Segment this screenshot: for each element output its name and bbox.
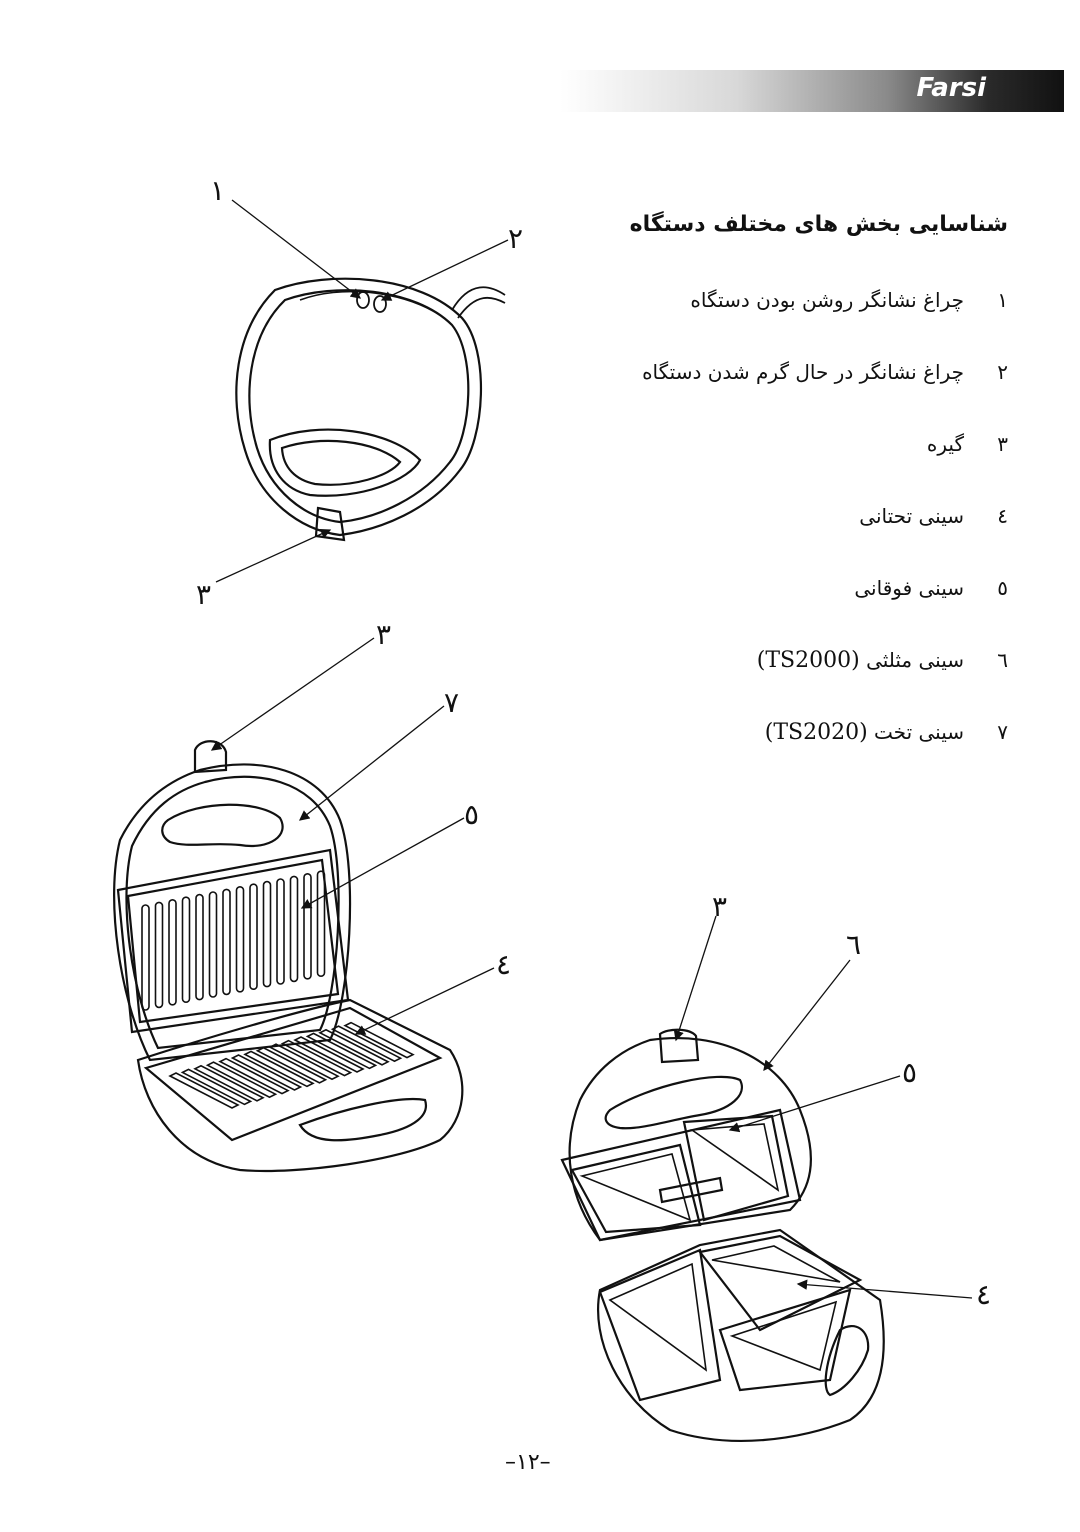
part-item-7: ٧ سینی تخت (TS2020)	[765, 720, 1008, 745]
grill-ridge	[293, 1036, 365, 1073]
leader-line	[673, 915, 717, 1042]
part-label: سینی فوقانی	[854, 576, 964, 600]
grill-ridge	[168, 1072, 240, 1109]
leader-line	[298, 705, 445, 821]
grill-ridge	[280, 1039, 353, 1077]
grill-ridge	[222, 888, 231, 996]
grill-plate-appliance-drawing	[113, 740, 464, 1173]
grill-ridge	[305, 1032, 378, 1070]
callout-label: ٢	[508, 222, 523, 255]
callout-label: ٣	[712, 890, 727, 923]
grill-ridge	[218, 1057, 290, 1095]
leader-line	[354, 967, 495, 1035]
grill-ridge	[276, 878, 285, 985]
grill-ridge	[255, 1046, 328, 1084]
leader-line	[728, 1075, 901, 1133]
grill-ridge	[235, 885, 245, 993]
callout-label: ٣	[376, 618, 391, 651]
model-code: (TS2020)	[764, 720, 868, 745]
part-number: ٤	[997, 504, 1008, 528]
grill-ridge	[249, 883, 258, 991]
callout-label: ٤	[976, 1278, 991, 1311]
leader-line	[210, 637, 375, 751]
language-banner: Farsi	[560, 70, 1064, 112]
part-item-5: ٥ سینی فوقانی	[854, 576, 1008, 600]
grill-upper-ridges	[141, 870, 326, 1011]
callout-label: ٦	[846, 928, 861, 961]
grill-ridge	[193, 1064, 265, 1102]
part-label: سینی تحتانی	[859, 504, 964, 528]
grill-ridge	[343, 1021, 415, 1059]
grill-ridge	[181, 896, 191, 1004]
grill-ridge	[141, 904, 150, 1011]
grill-ridge	[195, 893, 204, 1001]
grill-ridge	[154, 901, 164, 1009]
leader-line	[380, 239, 509, 301]
parts-list-title: شناسایی بخش های مختلف دستگاه	[629, 212, 1008, 237]
grill-ridge	[205, 1061, 278, 1099]
grill-ridge	[230, 1054, 303, 1091]
part-number: ٧	[997, 720, 1008, 744]
grill-ridge	[243, 1050, 315, 1088]
part-number: ٢	[997, 360, 1008, 384]
leader-line	[796, 1279, 973, 1299]
part-number: ٦	[997, 648, 1008, 672]
grill-lower-ridges	[168, 1021, 415, 1109]
callout-label: ٥	[902, 1056, 917, 1089]
leader-line	[300, 817, 465, 909]
callout-label: ١	[210, 174, 225, 207]
part-item-1: ١ چراغ نشانگر روشن بودن دستگاه	[690, 288, 1008, 312]
part-item-4: ٤ سینی تحتانی	[859, 504, 1008, 528]
grill-ridge	[168, 898, 177, 1006]
grill-ridge	[303, 872, 312, 980]
leader-line	[763, 959, 851, 1072]
part-label: چراغ نشانگر در حال گرم شدن دستگاه	[642, 360, 964, 384]
part-label: چراغ نشانگر روشن بودن دستگاه	[690, 288, 964, 312]
language-label: Farsi	[916, 73, 986, 103]
part-item-6: ٦ سینی مثلثی (TS2000)	[757, 648, 1008, 673]
part-label: سینی مثلثی	[866, 648, 964, 672]
grill-ridge	[318, 1028, 390, 1066]
grill-ridge	[208, 891, 218, 998]
part-item-3: ٣ گیره	[927, 432, 1008, 456]
callout-label: ٣	[196, 578, 211, 611]
callout-label: ٤	[496, 948, 511, 981]
triangle-cells-detail	[579, 1123, 841, 1372]
part-number: ٥	[997, 576, 1008, 600]
part-item-2: ٢ چراغ نشانگر در حال گرم شدن دستگاه	[642, 360, 1008, 384]
grill-ridge	[289, 875, 299, 983]
grill-ridge	[330, 1025, 403, 1063]
closed-appliance-drawing	[235, 277, 506, 542]
triangle-plate-appliance-drawing	[560, 1028, 885, 1442]
part-number: ٣	[997, 432, 1008, 456]
model-code: (TS2000)	[756, 648, 860, 673]
part-number: ١	[997, 288, 1008, 312]
part-label: گیره	[926, 432, 964, 456]
callout-label: ٧	[444, 686, 459, 719]
part-label: سینی تخت	[874, 720, 964, 744]
grill-ridge	[180, 1068, 253, 1106]
leader-line	[231, 199, 362, 299]
leader-line	[215, 529, 332, 583]
grill-ridge	[316, 870, 326, 978]
grill-ridge	[268, 1043, 340, 1081]
callout-label: ٥	[464, 798, 479, 831]
grill-ridge	[262, 880, 272, 988]
page-number: –١٢–	[505, 1450, 551, 1475]
